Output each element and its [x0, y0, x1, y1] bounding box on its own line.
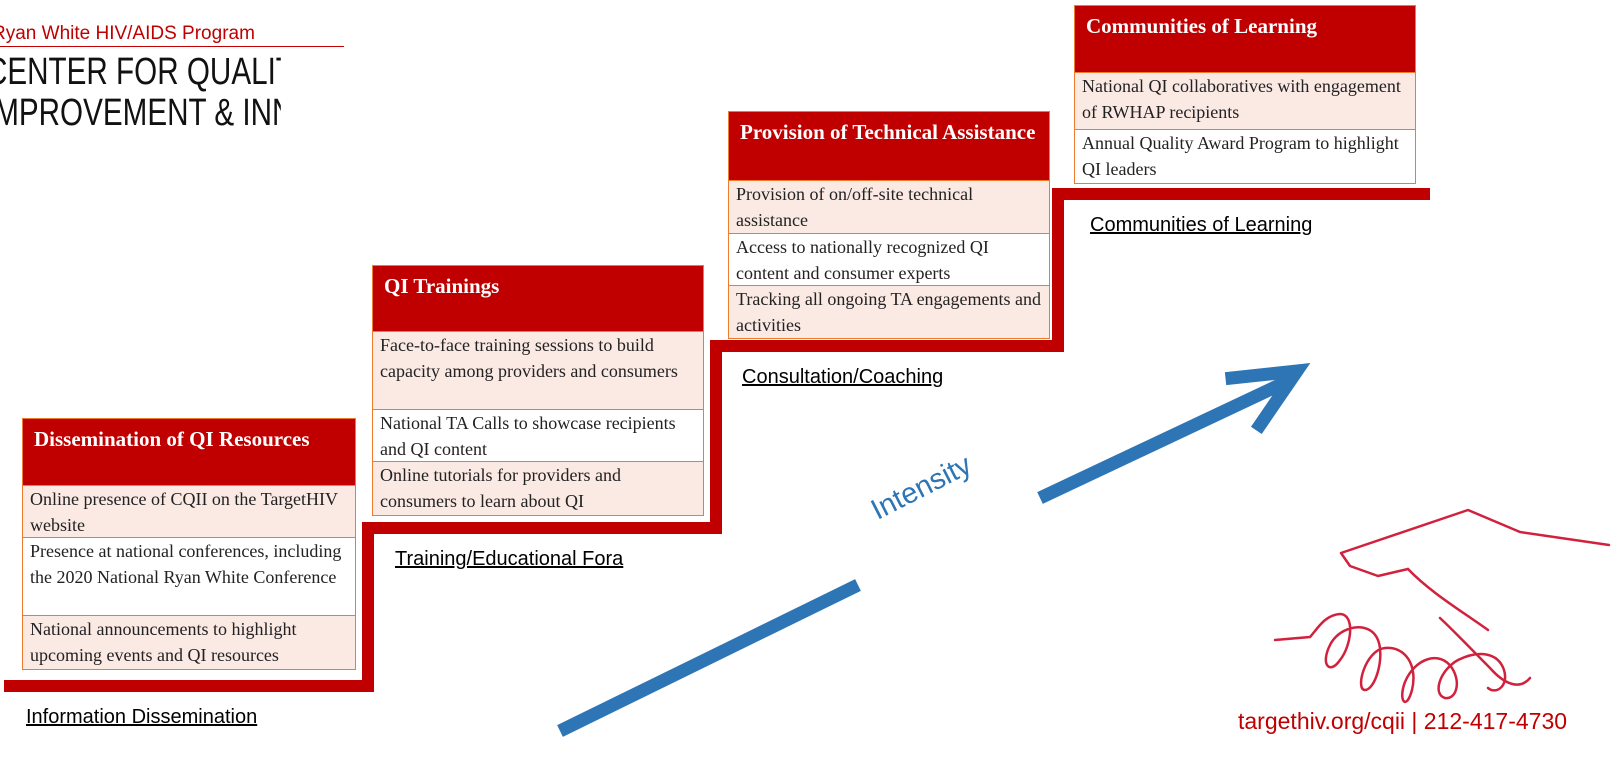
intensity-arrow — [557, 363, 1311, 737]
step-card-technical-assistance: Provision of Technical Assistance Provis… — [728, 111, 1050, 339]
step-card-item: Annual Quality Award Program to highligh… — [1075, 129, 1415, 183]
stage-label-information-dissemination: Information Dissemination — [26, 706, 258, 728]
step-card-communities: Communities of Learning National QI coll… — [1074, 5, 1416, 184]
step-card-qi-trainings: QI Trainings Face-to-face training sessi… — [372, 265, 704, 516]
stage-label-consultation-coaching: Consultation/Coaching — [742, 366, 944, 388]
step-card-title: Provision of Technical Assistance — [729, 112, 1049, 180]
step-card-item: National announcements to highlight upco… — [23, 615, 355, 669]
step-card-item: National QI collaboratives with engageme… — [1075, 72, 1415, 129]
handshake-icon — [1273, 508, 1611, 704]
step-card-dissemination: Dissemination of QI Resources Online pre… — [22, 418, 356, 670]
step-card-item: Online presence of CQII on the TargetHIV… — [23, 485, 355, 537]
logo-center-name: CENTER FOR QUALITY IMPROVEMENT & INNOVAT… — [0, 52, 281, 134]
step-card-item: Tracking all ongoing TA engagements and … — [729, 285, 1049, 338]
step-card-item: Face-to-face training sessions to build … — [373, 331, 703, 409]
stage-label-communities-of-learning: Communities of Learning — [1090, 214, 1313, 236]
stage-label-training-educational-fora: Training/Educational Fora — [395, 548, 624, 570]
step-card-title: Communities of Learning — [1075, 6, 1415, 72]
step-card-item: National TA Calls to showcase recipients… — [373, 409, 703, 461]
contact-footer: targethiv.org/cqii | 212-417-4730 — [1238, 708, 1568, 734]
staircase-line — [4, 188, 1430, 692]
step-card-item: Online tutorials for providers and consu… — [373, 461, 703, 515]
step-card-item: Provision of on/off-site technical assis… — [729, 180, 1049, 233]
step-card-item: Presence at national conferences, includ… — [23, 537, 355, 615]
logo-program-name: Ryan White HIV/AIDS Program — [0, 22, 344, 47]
step-card-item: Access to nationally recognized QI conte… — [729, 233, 1049, 285]
logo-line-1: CENTER FOR QUALITY — [0, 52, 281, 93]
step-card-title: QI Trainings — [373, 266, 703, 331]
step-card-title: Dissemination of QI Resources — [23, 419, 355, 485]
logo-line-2: IMPROVEMENT & INNOVATION — [0, 92, 281, 134]
